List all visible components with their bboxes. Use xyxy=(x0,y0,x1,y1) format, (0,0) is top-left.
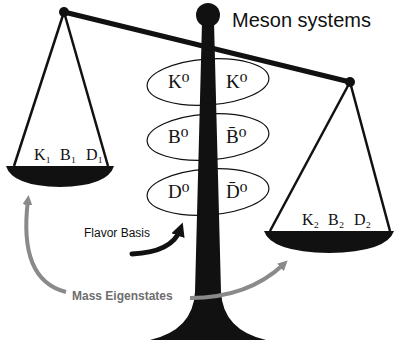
annotation-label: Mass Eigenstates xyxy=(72,289,173,304)
mass-state-label: K₂ xyxy=(302,211,319,229)
left-pan xyxy=(6,166,114,187)
diagram-title: Meson systems xyxy=(232,8,371,32)
flavor-ellipse: K⁰ K⁰ xyxy=(146,58,270,106)
beam-end xyxy=(59,7,69,17)
meson-symbol: B⁰ xyxy=(168,126,188,148)
pan-string xyxy=(350,82,390,231)
mass-state-label: B₁ xyxy=(60,146,76,164)
mass-state-label: D₂ xyxy=(354,211,371,229)
meson-symbol: B̄⁰ xyxy=(226,126,246,148)
mass-arrow xyxy=(26,200,66,292)
meson-symbol: D⁰ xyxy=(168,181,189,203)
ellipse-outline xyxy=(146,168,270,216)
meson-symbol: K⁰ xyxy=(168,71,189,93)
meson-symbol: D̄⁰ xyxy=(226,181,247,203)
pan-string xyxy=(14,12,64,166)
meson-symbol: K⁰ xyxy=(226,71,247,93)
ellipse-outline xyxy=(146,58,270,106)
mass-arrow xyxy=(190,264,284,298)
annotation-label: Flavor Basis xyxy=(84,226,150,241)
right-pan xyxy=(264,231,394,253)
beam-end xyxy=(345,77,355,87)
mass-state-label: D₁ xyxy=(86,146,103,164)
pan-string xyxy=(270,82,350,231)
flavor-ellipse: D⁰ D̄⁰ xyxy=(146,168,270,216)
pan-string xyxy=(64,12,108,166)
mass-state-label: B₂ xyxy=(328,211,344,229)
mass-state-label: K₁ xyxy=(34,146,51,164)
flavor-ellipse: B⁰ B̄⁰ xyxy=(146,113,270,161)
pivot-knob xyxy=(196,3,220,27)
ellipse-outline xyxy=(146,113,270,161)
